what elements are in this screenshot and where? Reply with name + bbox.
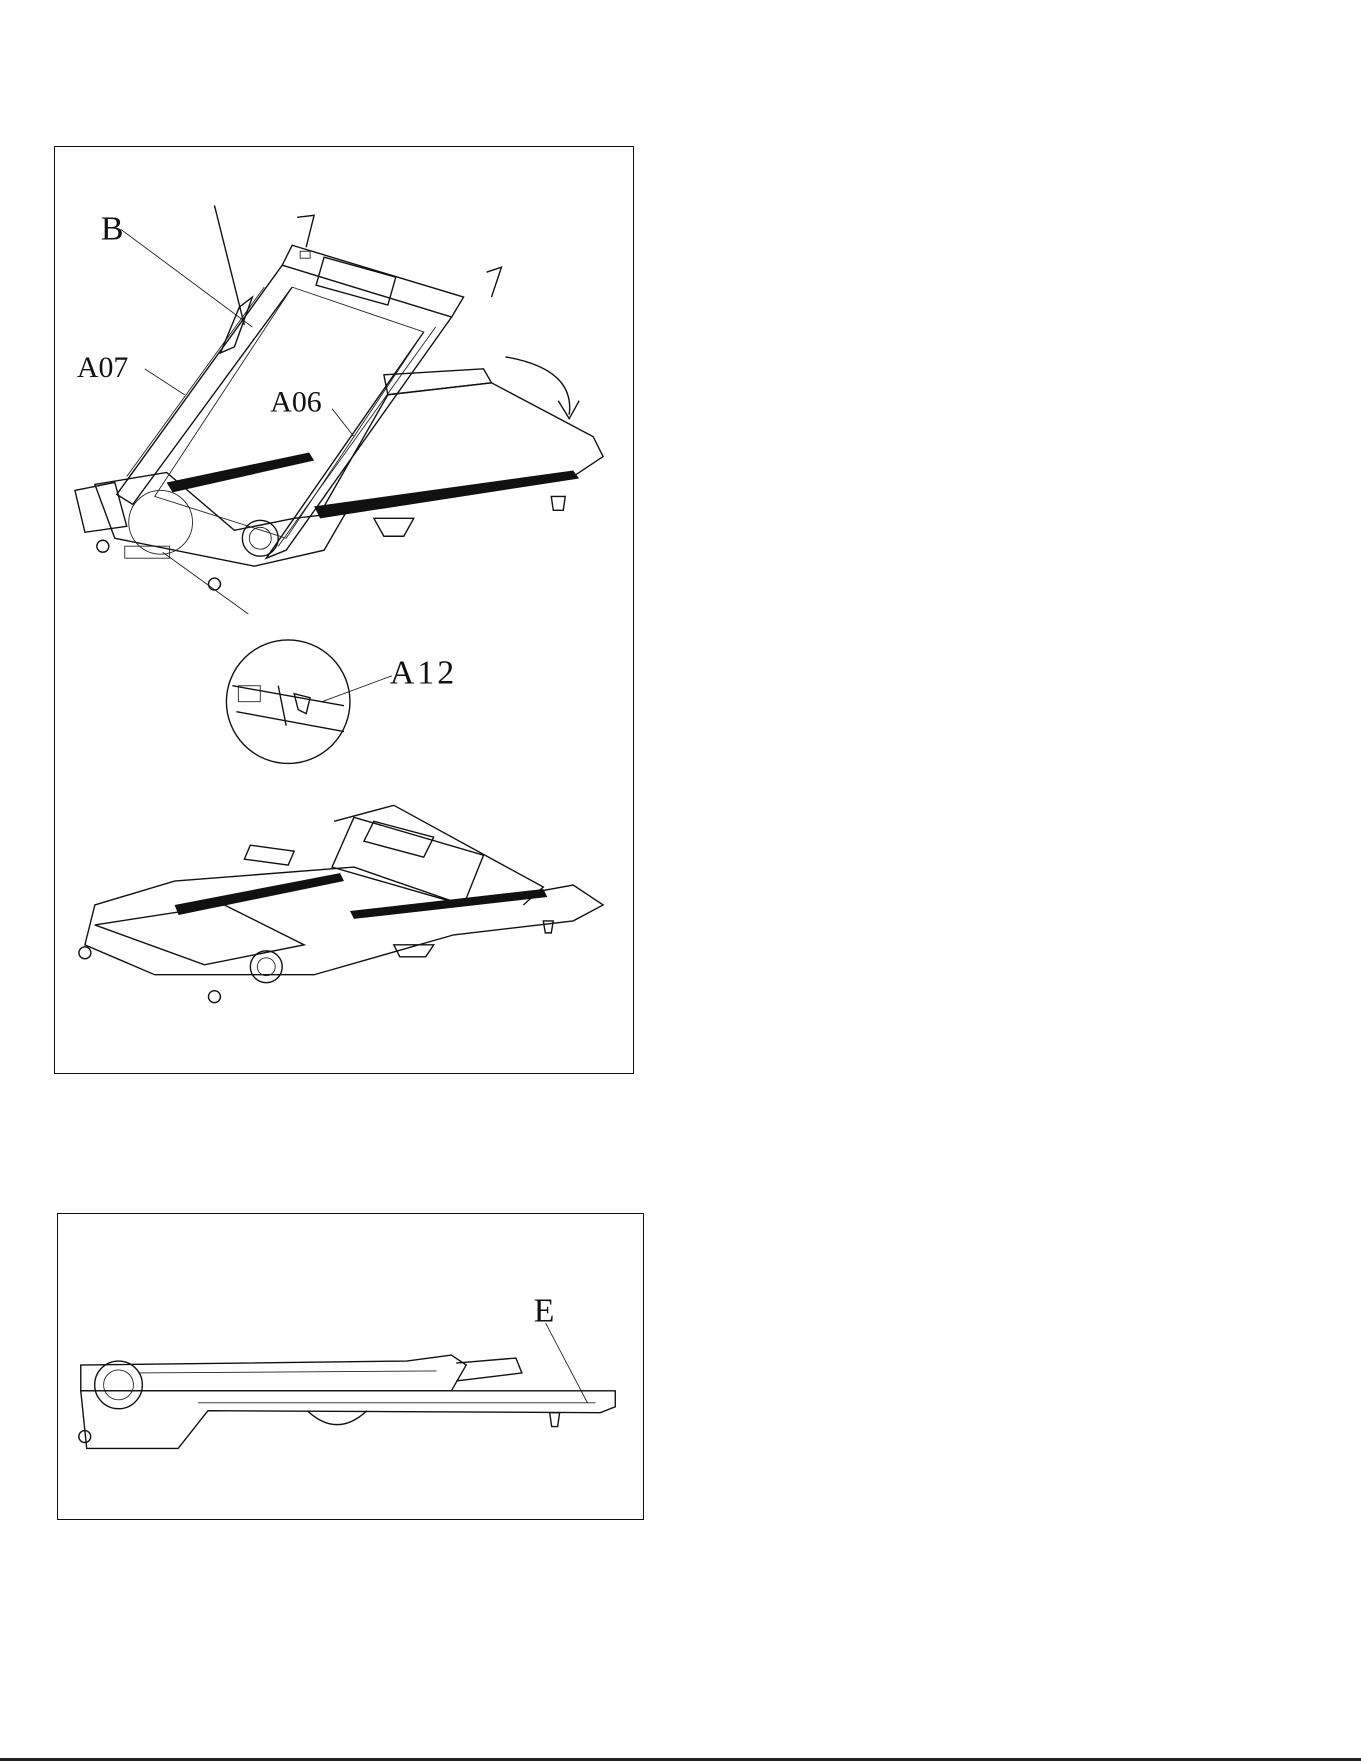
label-a07: A07 [77, 351, 129, 384]
fold-diagram-panel: B A07 A06 A12 [54, 146, 634, 1074]
folded-treadmill-drawing [79, 805, 603, 1002]
detail-zoom-circle [129, 490, 350, 763]
label-e: E [534, 1292, 555, 1329]
treadmill-folding-drawing: B A07 A06 A12 [55, 147, 633, 1073]
deck-base [75, 369, 603, 590]
side-profile [79, 1355, 615, 1448]
side-view-panel: E [57, 1213, 644, 1520]
label-a12: A12 [390, 655, 457, 692]
treadmill-side-view-drawing: E [58, 1214, 643, 1519]
leader-lines [121, 205, 392, 701]
label-a06: A06 [270, 386, 322, 419]
label-b: B [101, 210, 124, 247]
